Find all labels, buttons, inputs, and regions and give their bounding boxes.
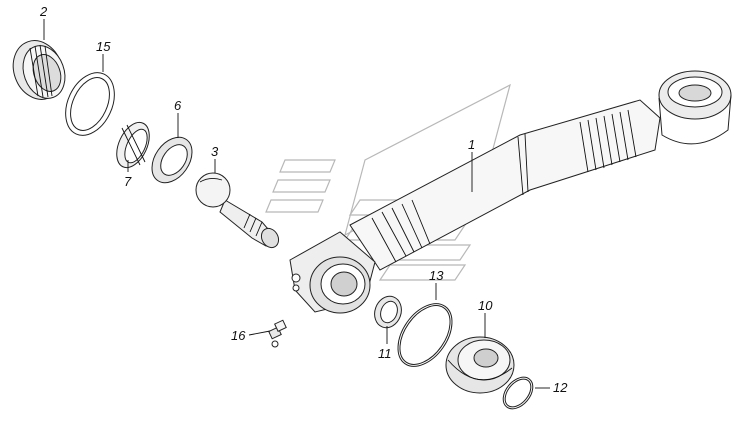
callout-13: 13 [429,268,444,283]
callout-1: 1 [468,137,475,152]
callout-16: 16 [231,328,246,343]
part-13-o-ring [397,303,453,367]
part-12-snap-ring [502,376,534,410]
callout-labels: 2 15 6 7 3 1 13 10 16 11 12 [39,4,568,395]
callout-2: 2 [39,4,48,19]
callout-7: 7 [124,174,132,189]
part-10-boot [445,336,515,394]
part-7-bushing [116,121,150,169]
part-6-seat [151,136,193,184]
part-16-grease-nipple [268,319,287,348]
part-15-ring [65,72,115,136]
callout-15: 15 [96,39,111,54]
part-1-tie-rod [289,70,732,314]
callout-11: 11 [378,346,392,361]
leader-lines [43,19,550,389]
callout-12: 12 [553,380,568,395]
callout-10: 10 [478,298,493,313]
part-3-ball-stud [195,172,280,249]
part-11-bushing [374,295,402,329]
callout-6: 6 [174,98,182,113]
part-2-threaded-cap [12,40,66,100]
callout-3: 3 [211,144,219,159]
